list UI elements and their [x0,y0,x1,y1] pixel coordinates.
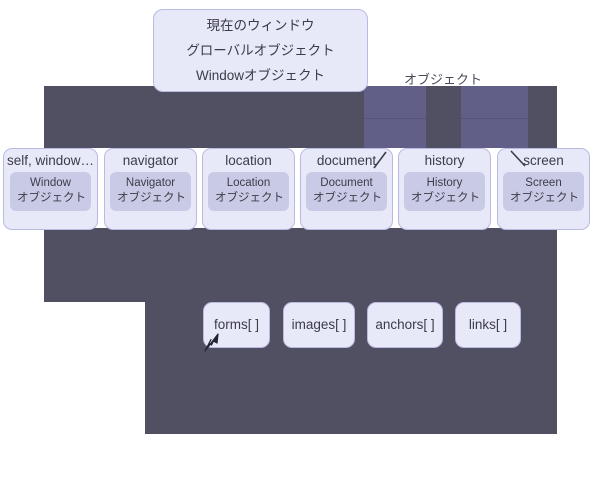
node-location[interactable]: location Location オブジェクト [202,148,295,230]
node-history-title: history [424,153,465,168]
node-history[interactable]: history History オブジェクト [398,148,491,230]
node-screen-object: Screen オブジェクト [503,171,584,211]
purple-divider-right [461,118,528,119]
node-self-window[interactable]: self, window… Window オブジェクト [3,148,98,230]
node-current-window[interactable]: 現在のウィンドウ グローバルオブジェクト Windowオブジェクト [153,9,368,92]
node-self-window-title: self, window… [6,153,95,168]
overlay-band-middle [44,228,557,302]
node-history-object-line2: オブジェクト [411,192,480,205]
node-navigator-object-line2: オブジェクト [117,192,186,205]
node-window-line-3: Windowオブジェクト [195,68,325,83]
purple-panel-left [364,86,426,148]
node-anchors-collection[interactable]: anchors[ ] [367,302,443,348]
node-screen-object-line1: Screen [525,176,562,189]
node-window-line-1: 現在のウィンドウ [206,18,315,33]
node-links-collection-label: links[ ] [468,316,508,332]
mouse-cursor-icon [204,333,219,352]
node-screen-title: screen [523,153,564,168]
node-location-object-line1: Location [226,176,271,189]
node-anchors-collection-label: anchors[ ] [375,316,435,332]
node-navigator-object-line1: Navigator [125,176,176,189]
node-navigator[interactable]: navigator Navigator オブジェクト [104,148,197,230]
node-screen[interactable]: screen Screen オブジェクト [497,148,590,230]
purple-divider-left [364,118,426,119]
node-navigator-title: navigator [122,153,179,168]
node-history-object-line1: History [426,176,463,189]
node-navigator-object: Navigator オブジェクト [110,171,191,211]
node-window-line-2: グローバルオブジェクト [186,43,335,58]
node-document-object: Document オブジェクト [306,171,387,211]
node-images-collection[interactable]: images[ ] [283,302,355,348]
node-self-window-object-line2: オブジェクト [17,192,86,205]
node-self-window-object-line1: Window [30,176,71,189]
node-document-object-line2: オブジェクト [313,192,382,205]
node-self-window-object: Window オブジェクト [10,171,91,211]
node-document[interactable]: document Document オブジェクト [300,148,393,230]
node-location-title: location [225,153,272,168]
node-document-title: document [316,153,377,168]
node-links-collection[interactable]: links[ ] [455,302,521,348]
purple-panel-right [461,86,528,148]
node-screen-object-line2: オブジェクト [510,192,579,205]
occluded-caption: オブジェクト [404,72,483,87]
node-location-object: Location オブジェクト [208,171,289,211]
overlay-band-upper-mid [426,86,461,148]
node-images-collection-label: images[ ] [291,316,347,332]
node-document-object-line1: Document [320,176,373,189]
overlay-band-upper-left [44,86,364,148]
node-location-object-line2: オブジェクト [215,192,284,205]
node-history-object: History オブジェクト [404,171,485,211]
overlay-band-upper-right [528,86,557,148]
